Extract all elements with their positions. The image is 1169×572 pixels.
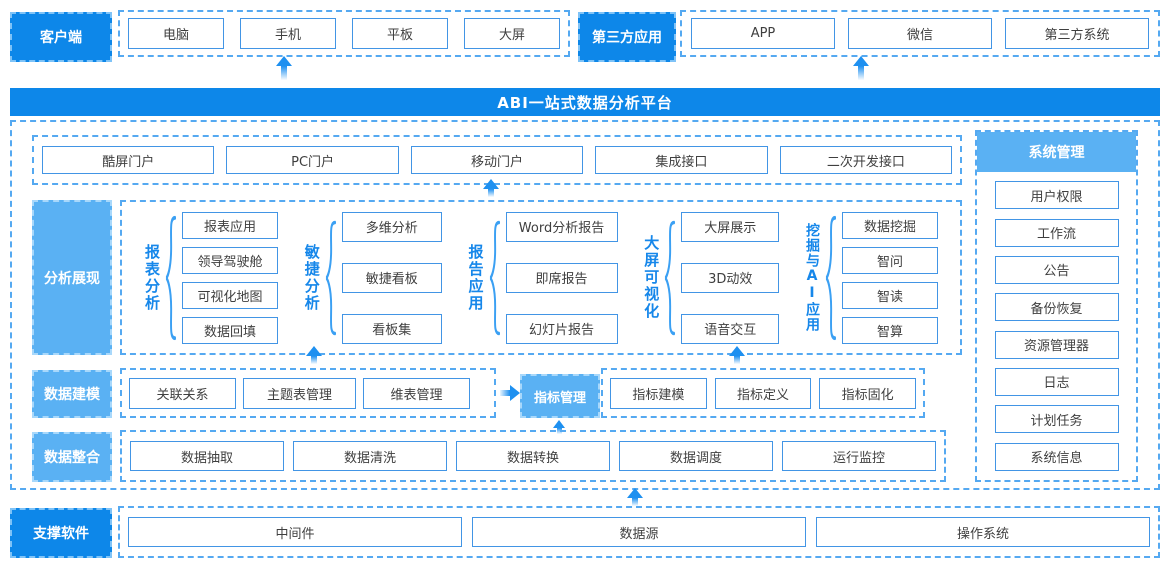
system-item: 备份恢复 [994,293,1119,322]
modeling-item: 主题表管理 [243,377,356,409]
integration-item: 数据清洗 [293,441,447,471]
system-item: 工作流 [994,218,1119,247]
support-items-container: 中间件 数据源 操作系统 [118,506,1160,558]
portals-container: 酷屏门户 PC门户 移动门户 集成接口 二次开发接口 [32,135,962,185]
analysis-group-name: 敏捷分析 [302,243,321,312]
brace-icon [325,220,336,335]
analysis-item: 数据挖掘 [842,211,938,239]
integration-item: 数据抽取 [130,441,284,471]
system-section-label: 系统管理 [977,132,1136,172]
analysis-group-report: 报表分析 报表应用 领导驾驶舱 可视化地图 数据回填 [143,211,278,344]
integration-item: 数据调度 [619,441,773,471]
portal-item: PC门户 [226,146,399,174]
analysis-section-label: 分析展现 [32,200,112,355]
analysis-item: 报表应用 [182,211,278,239]
arrow-up-icon [852,56,870,80]
support-item: 操作系统 [816,517,1150,547]
portal-item: 集成接口 [595,146,768,174]
analysis-item: 语音交互 [681,313,780,344]
client-items-container: 电脑 手机 平板 大屏 [118,10,570,57]
analysis-item: 看板集 [341,313,442,344]
arrow-up-icon [482,179,500,197]
indicator-items-container: 指标建模 指标定义 指标固化 [601,368,925,418]
arrow-up-icon [728,346,746,364]
third-party-items-container: APP 微信 第三方系统 [680,10,1160,57]
client-item: 平板 [352,18,448,49]
analysis-item: 多维分析 [341,211,442,242]
portal-item: 二次开发接口 [779,146,953,174]
arrow-up-icon [305,346,323,364]
modeling-items-container: 关联关系 主题表管理 维表管理 [120,368,496,418]
analysis-group-reporting: 报告应用 Word分析报告 即席报告 幻灯片报告 [466,211,618,344]
modeling-section-label: 数据建模 [32,370,112,418]
brace-icon [165,215,177,340]
arrow-right-icon [500,385,520,401]
analysis-item: 数据回填 [182,316,278,344]
analysis-item: 智算 [842,316,938,344]
analysis-group-name: 大屏可视化 [642,235,661,320]
client-section-label: 客户端 [10,12,112,62]
system-item: 公告 [994,255,1119,284]
indicator-hub-box: 指标管理 [520,374,600,418]
analysis-item: 幻灯片报告 [505,313,618,344]
support-item: 中间件 [128,517,462,547]
arrow-up-icon [275,56,293,80]
brace-icon [825,215,837,340]
client-item: 大屏 [464,18,560,49]
system-item: 系统信息 [994,442,1119,471]
support-section-label: 支撑软件 [10,508,112,558]
client-item: 电脑 [128,18,224,49]
analysis-item: 3D动效 [681,262,780,293]
indicator-item: 指标定义 [714,377,812,409]
brace-icon [489,220,500,335]
platform-body-container [10,120,1160,490]
third-party-item: 第三方系统 [1005,18,1149,49]
third-party-item: 微信 [848,18,992,49]
analysis-item: 智问 [842,246,938,274]
platform-title-banner: ABI一站式数据分析平台 [10,88,1160,116]
client-item: 手机 [240,18,336,49]
analysis-group-name: 报表分析 [143,243,161,312]
analysis-group-agile: 敏捷分析 多维分析 敏捷看板 看板集 [302,211,442,344]
analysis-container: 报表分析 报表应用 领导驾驶舱 可视化地图 数据回填 敏捷分析 多维分析 敏捷看… [120,200,962,355]
third-party-section-label: 第三方应用 [578,12,676,62]
analysis-group-bigscreen: 大屏可视化 大屏展示 3D动效 语音交互 [642,211,780,344]
system-item: 用户权限 [994,181,1119,210]
analysis-item: 可视化地图 [182,281,278,309]
integration-section-label: 数据整合 [32,432,112,482]
indicator-item: 指标固化 [819,377,917,409]
arrow-up-icon [626,488,644,506]
integration-items-container: 数据抽取 数据清洗 数据转换 数据调度 运行监控 [120,430,946,482]
analysis-item: 即席报告 [505,262,618,293]
analysis-group-mining-ai: 挖掘与AI应用 数据挖掘 智问 智读 智算 [804,211,938,344]
system-item: 资源管理器 [994,330,1119,359]
modeling-item: 关联关系 [129,377,236,409]
portal-item: 移动门户 [410,146,584,174]
analysis-group-name: 挖掘与AI应用 [804,223,820,332]
analysis-item: Word分析报告 [505,211,618,242]
analysis-item: 领导驾驶舱 [182,246,278,274]
analysis-item: 敏捷看板 [341,262,442,293]
modeling-item: 维表管理 [363,377,470,409]
analysis-item: 大屏展示 [681,211,780,242]
system-item: 计划任务 [994,405,1119,434]
portal-item: 酷屏门户 [42,146,215,174]
system-item: 日志 [994,367,1119,396]
indicator-item: 指标建模 [610,377,707,409]
brace-icon [664,220,676,335]
support-item: 数据源 [472,517,806,547]
integration-item: 数据转换 [456,441,610,471]
third-party-item: APP [691,18,835,49]
system-management-container: 系统管理 用户权限 工作流 公告 备份恢复 资源管理器 日志 计划任务 系统信息 [975,130,1138,482]
analysis-group-name: 报告应用 [466,243,485,312]
analysis-item: 智读 [842,281,938,309]
integration-item: 运行监控 [782,441,936,471]
